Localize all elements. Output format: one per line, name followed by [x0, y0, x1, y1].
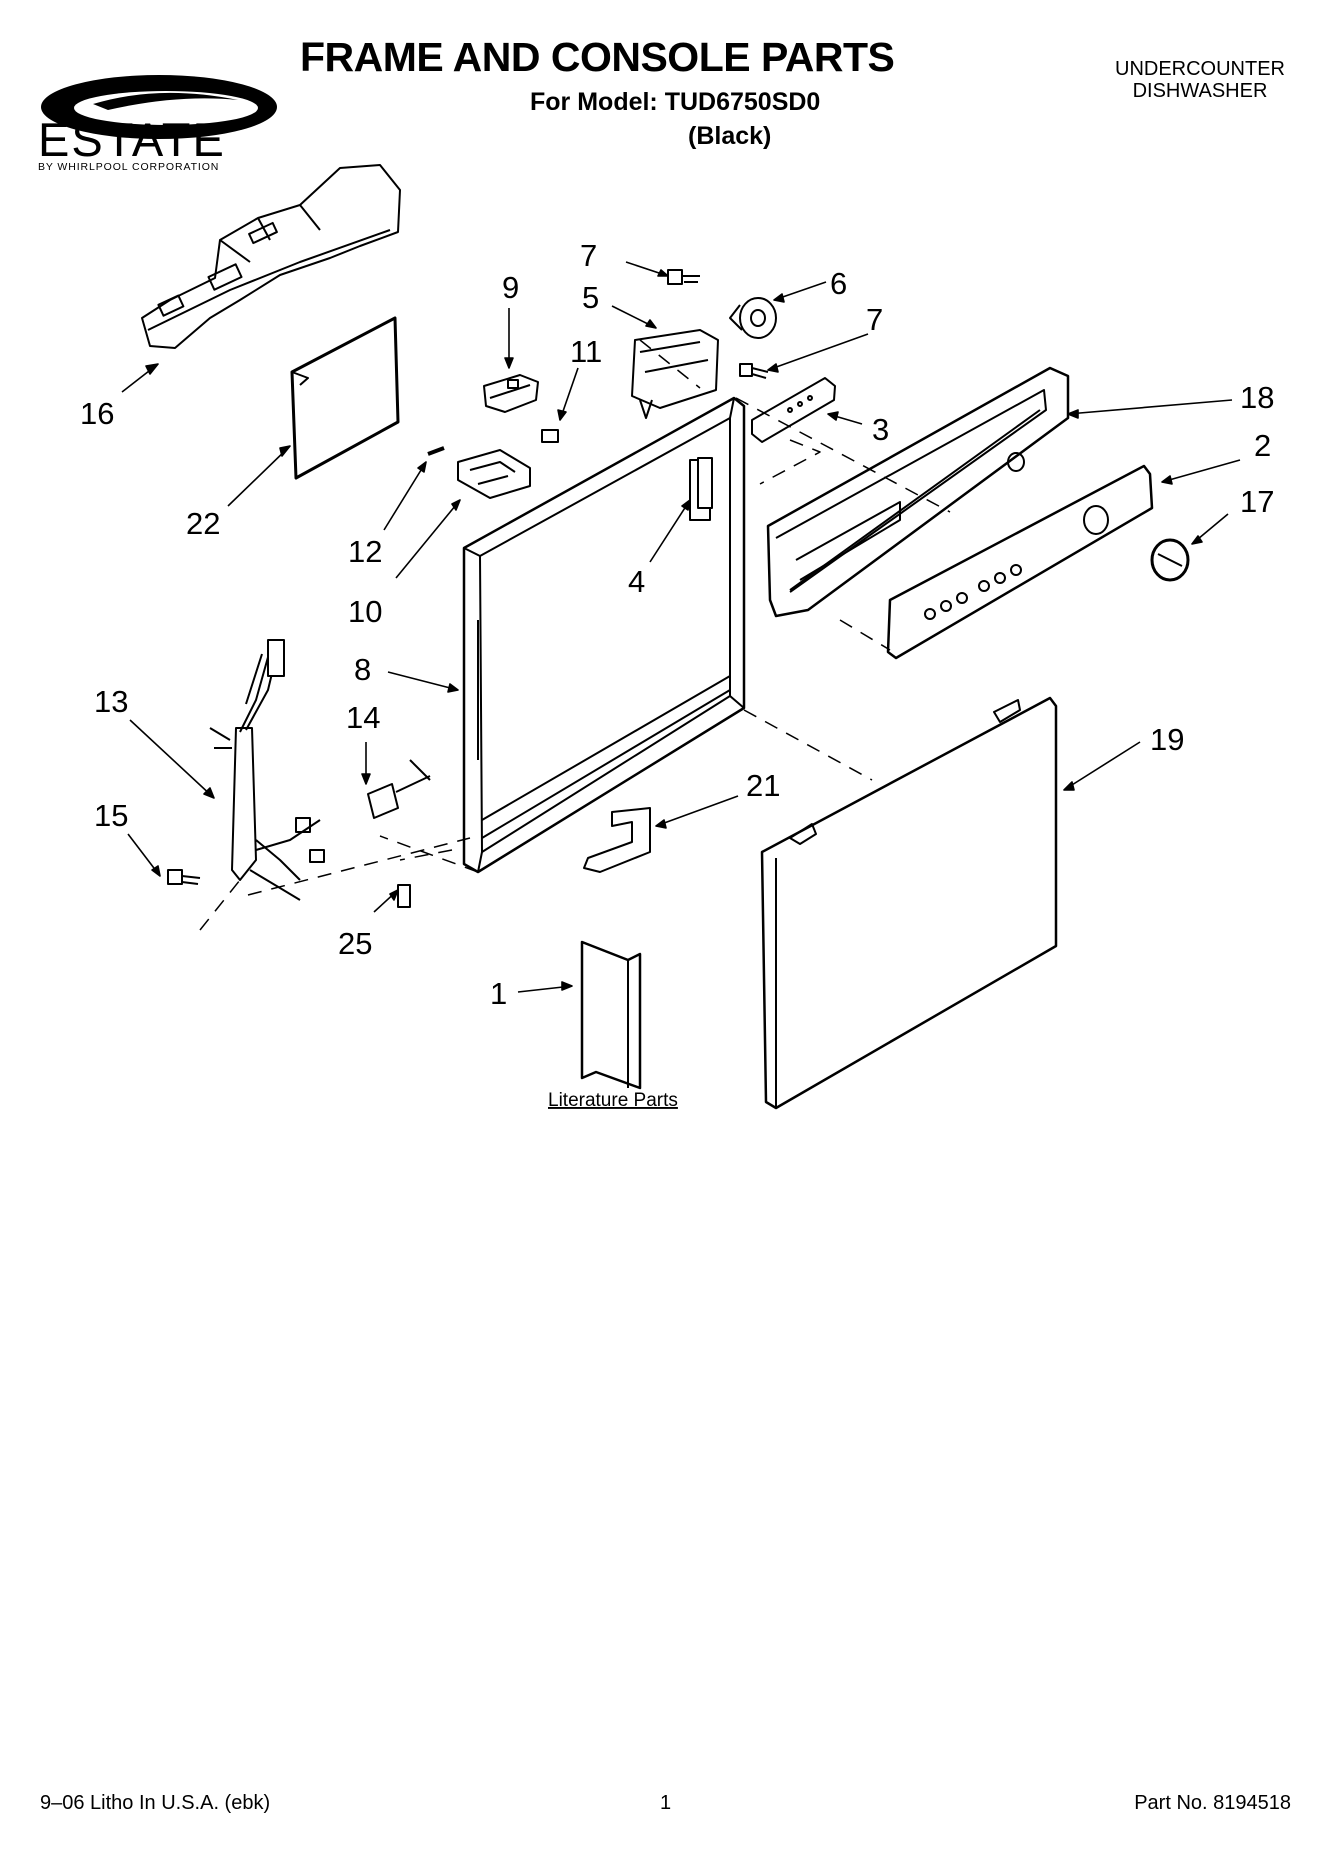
callout-numbers: 1 2 3 4 5 6 7 7 8 9 10 11 12 13 14 15 16… [80, 238, 1274, 1111]
part-4-bracket [697, 457, 713, 509]
callout-18: 18 [1240, 380, 1274, 415]
page-number: 1 [660, 1792, 672, 1814]
estate-logo-emblem [41, 75, 277, 139]
callout-25: 25 [338, 926, 372, 961]
callout-2: 2 [1254, 428, 1271, 463]
part-16-bracket [141, 164, 401, 349]
footer-litho: 9–06 Litho In U.S.A. (ebk) [40, 1792, 271, 1814]
callout-12: 12 [348, 534, 382, 569]
callout-10: 10 [348, 594, 382, 629]
callout-13: 13 [94, 684, 128, 719]
part-2-control-panel [886, 464, 1154, 660]
callout-16: 16 [80, 396, 114, 431]
callout-15: 15 [94, 798, 128, 833]
part-18-console [766, 366, 1070, 618]
product-type: UNDERCOUNTER DISHWASHER [1090, 58, 1310, 102]
callout-7a: 7 [580, 238, 597, 273]
product-line-2: DISHWASHER [1132, 80, 1268, 102]
part-11-connector [541, 429, 559, 443]
part-21-strap [583, 807, 651, 873]
part-17-knob [1150, 538, 1190, 582]
callout-1: 1 [490, 976, 507, 1011]
part-13-wire-harness [209, 639, 325, 901]
literature-parts-label: Literature Parts [548, 1090, 678, 1111]
leader-lines [121, 261, 1241, 993]
part-7-screw-lower [739, 363, 769, 379]
part-8-door-frame [462, 396, 746, 874]
callout-5: 5 [582, 280, 599, 315]
assembly-guide-lines [199, 339, 951, 931]
part-5-timer [631, 329, 719, 419]
model-line: For Model: TUD6750SD0 [530, 88, 821, 116]
page-title: FRAME AND CONSOLE PARTS [300, 34, 895, 80]
callout-14: 14 [346, 700, 380, 735]
color-variant: (Black) [688, 122, 772, 150]
callout-11: 11 [570, 334, 602, 369]
part-3-bracket [751, 377, 836, 443]
part-1-literature [580, 940, 642, 1090]
part-15-screw [167, 869, 201, 885]
callout-4: 4 [628, 564, 645, 599]
part-10-housing [457, 449, 531, 499]
callout-21: 21 [746, 768, 780, 803]
brand-tagline: BY WHIRLPOOL CORPORATION [38, 161, 220, 173]
brand-name: ESTATE [38, 113, 226, 166]
part-6-gear [729, 297, 777, 339]
callout-6: 6 [830, 266, 847, 301]
part-14-switch [367, 759, 431, 819]
callout-7b: 7 [866, 302, 883, 337]
callout-8: 8 [354, 652, 371, 687]
part-9-switch [483, 374, 539, 413]
product-line-1: UNDERCOUNTER [1115, 58, 1285, 80]
callout-19: 19 [1150, 722, 1184, 757]
part-25-clip [397, 884, 411, 908]
part-number: Part No. 8194518 [1134, 1792, 1291, 1814]
part-19-door-panel [760, 696, 1058, 1110]
part-12-pin [427, 446, 445, 456]
callout-3: 3 [872, 412, 889, 447]
callout-17: 17 [1240, 484, 1274, 519]
callout-22: 22 [186, 506, 220, 541]
part-22-panel [290, 316, 400, 480]
callout-9: 9 [502, 270, 519, 305]
part-7-screw-upper [667, 269, 700, 285]
